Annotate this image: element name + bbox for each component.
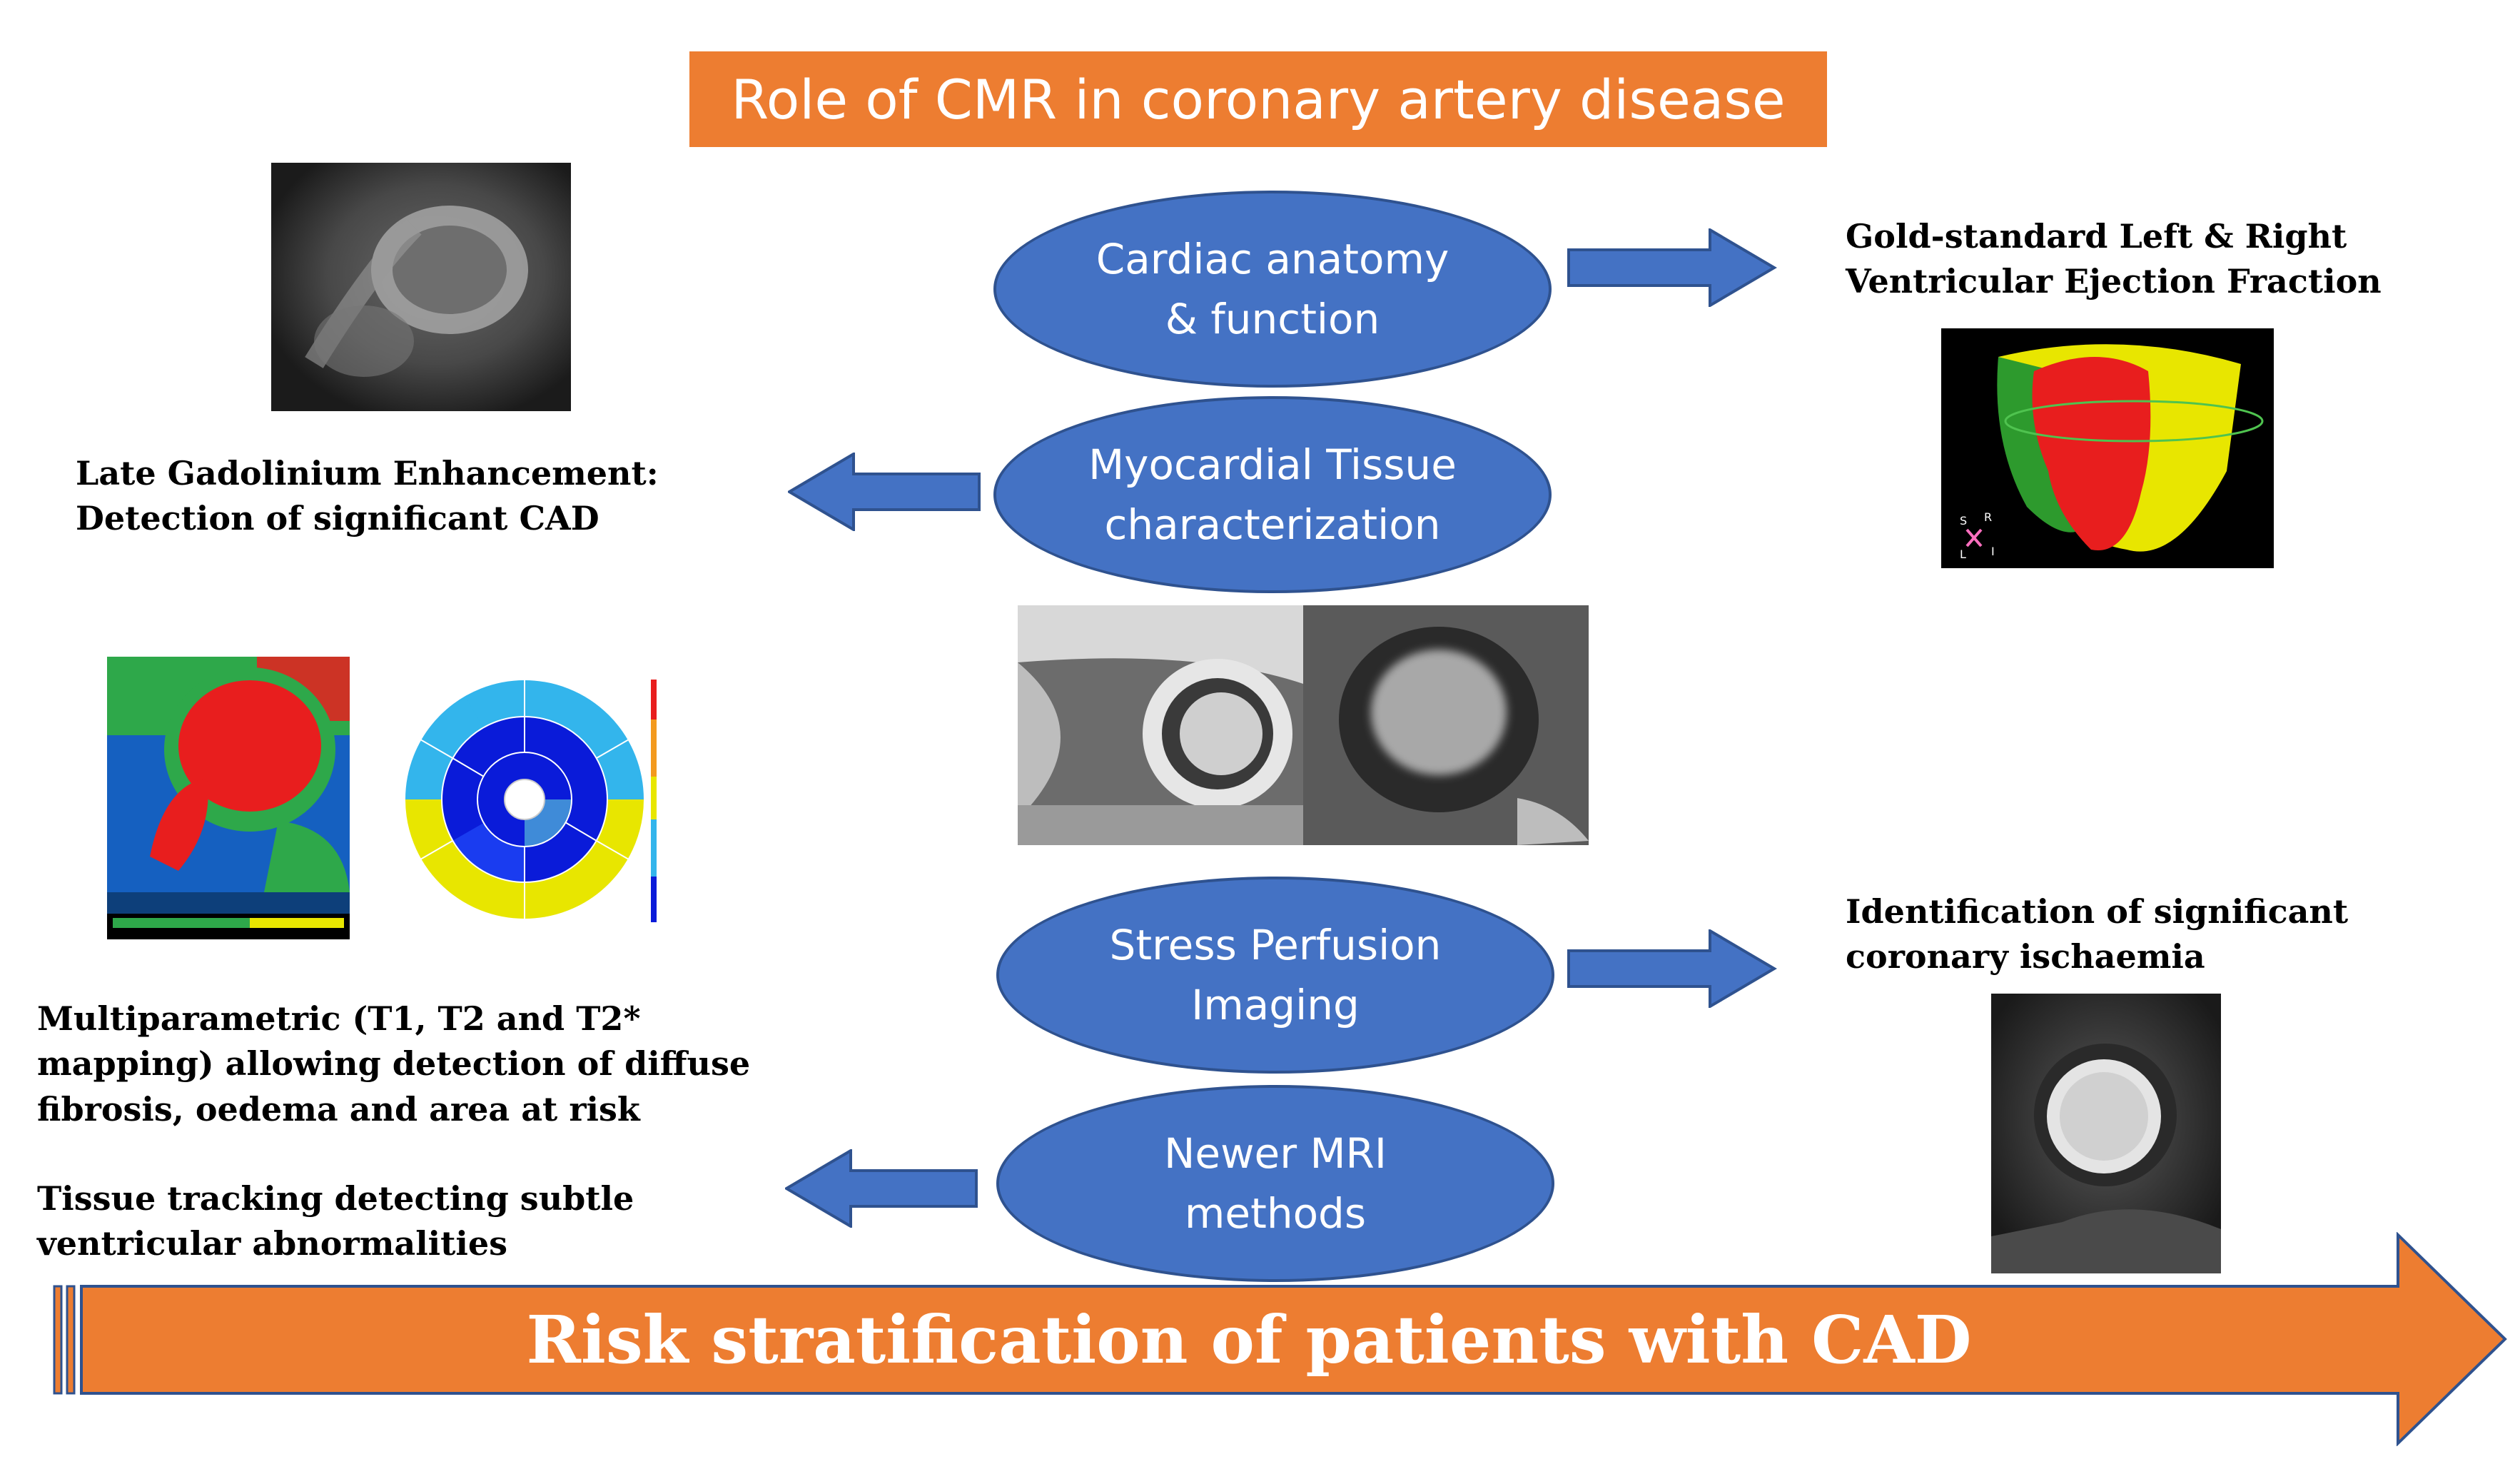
risk-stratification-arrow: [53, 1232, 2507, 1446]
label-ejection-fraction: Gold-standard Left & Right Ventricular E…: [1846, 217, 2382, 301]
ellipse-tissue-characterization: Myocardial Tissue characterization: [993, 396, 1552, 593]
title-banner: Role of CMR in coronary artery disease: [689, 51, 1827, 147]
ellipse-cardiac-anatomy: Cardiac anatomy & function: [993, 191, 1552, 388]
bullseye-strain-plot: [400, 677, 671, 927]
label-coronary-ischaemia: Identification of significant coronary i…: [1846, 892, 2349, 976]
t1-map-image: [107, 657, 350, 939]
central-mri-pair: [1018, 605, 1589, 845]
label-late-gadolinium: Late Gadolinium Enhancement: Detection o…: [76, 454, 659, 538]
svg-text:R: R: [1984, 510, 1992, 524]
svg-text:L: L: [1960, 547, 1966, 561]
arrow-left-newer: [785, 1149, 978, 1228]
label-multiparametric-mapping: Multiparametric (T1, T2 and T2* mapping)…: [37, 999, 751, 1129]
risk-stratification-text: Risk stratification of patients with CAD: [526, 1301, 1972, 1378]
svg-text:I: I: [1991, 545, 1995, 558]
arrow-right-ischaemia: [1567, 929, 1777, 1008]
ellipse-newer-mri: Newer MRI methods: [996, 1085, 1554, 1282]
ventricle-3d-image: S R L I: [1941, 328, 2274, 568]
perfusion-mri-image: [1991, 994, 2221, 1273]
ellipse-stress-perfusion: Stress Perfusion Imaging: [996, 877, 1554, 1074]
lge-mri-image: [271, 163, 571, 411]
svg-text:S: S: [1960, 514, 1967, 527]
page-title: Role of CMR in coronary artery disease: [731, 67, 1786, 131]
arrow-right-ejection: [1567, 228, 1777, 307]
arrow-left-lge: [788, 453, 981, 531]
label-tissue-tracking: Tissue tracking detecting subtle ventric…: [37, 1179, 634, 1263]
